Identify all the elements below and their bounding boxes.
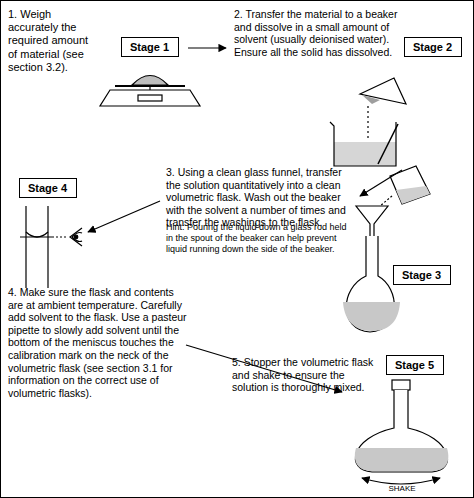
step-arrow [360,170,402,196]
beaker [330,78,406,166]
stage-box: Stage 3 [393,265,451,285]
step-arrow [188,47,226,48]
motion-label: SHAKE [380,484,424,494]
step-text: 3. Using a clean glass funnel, transfer … [166,166,350,229]
step-text: 5. Stopper the volumetric flask and shak… [232,356,382,394]
step-text: 4. Make sure the flask and contents are … [8,286,188,399]
meniscus-view [20,206,82,288]
step-text: 1. Weigh accurately the required amount … [8,8,94,74]
funnel-flask [343,166,430,332]
step-arrow [88,201,160,232]
stage-box: Stage 1 [121,37,179,57]
hint-text: Hint: Pouring the liquid down a glass ro… [166,222,350,254]
stoppered-flask [355,380,449,484]
stage-label: Stage 5 [395,359,435,371]
stage-label: Stage 4 [28,182,68,194]
step-text: 2. Transfer the material to a beaker and… [234,8,400,58]
stage-label: Stage 2 [413,41,453,53]
stage-box: Stage 4 [19,178,77,198]
stage-label: Stage 3 [402,269,442,281]
stage-label: Stage 1 [130,41,170,53]
balance [100,76,200,107]
stage-box: Stage 5 [386,355,444,375]
stage-box: Stage 2 [404,37,462,57]
